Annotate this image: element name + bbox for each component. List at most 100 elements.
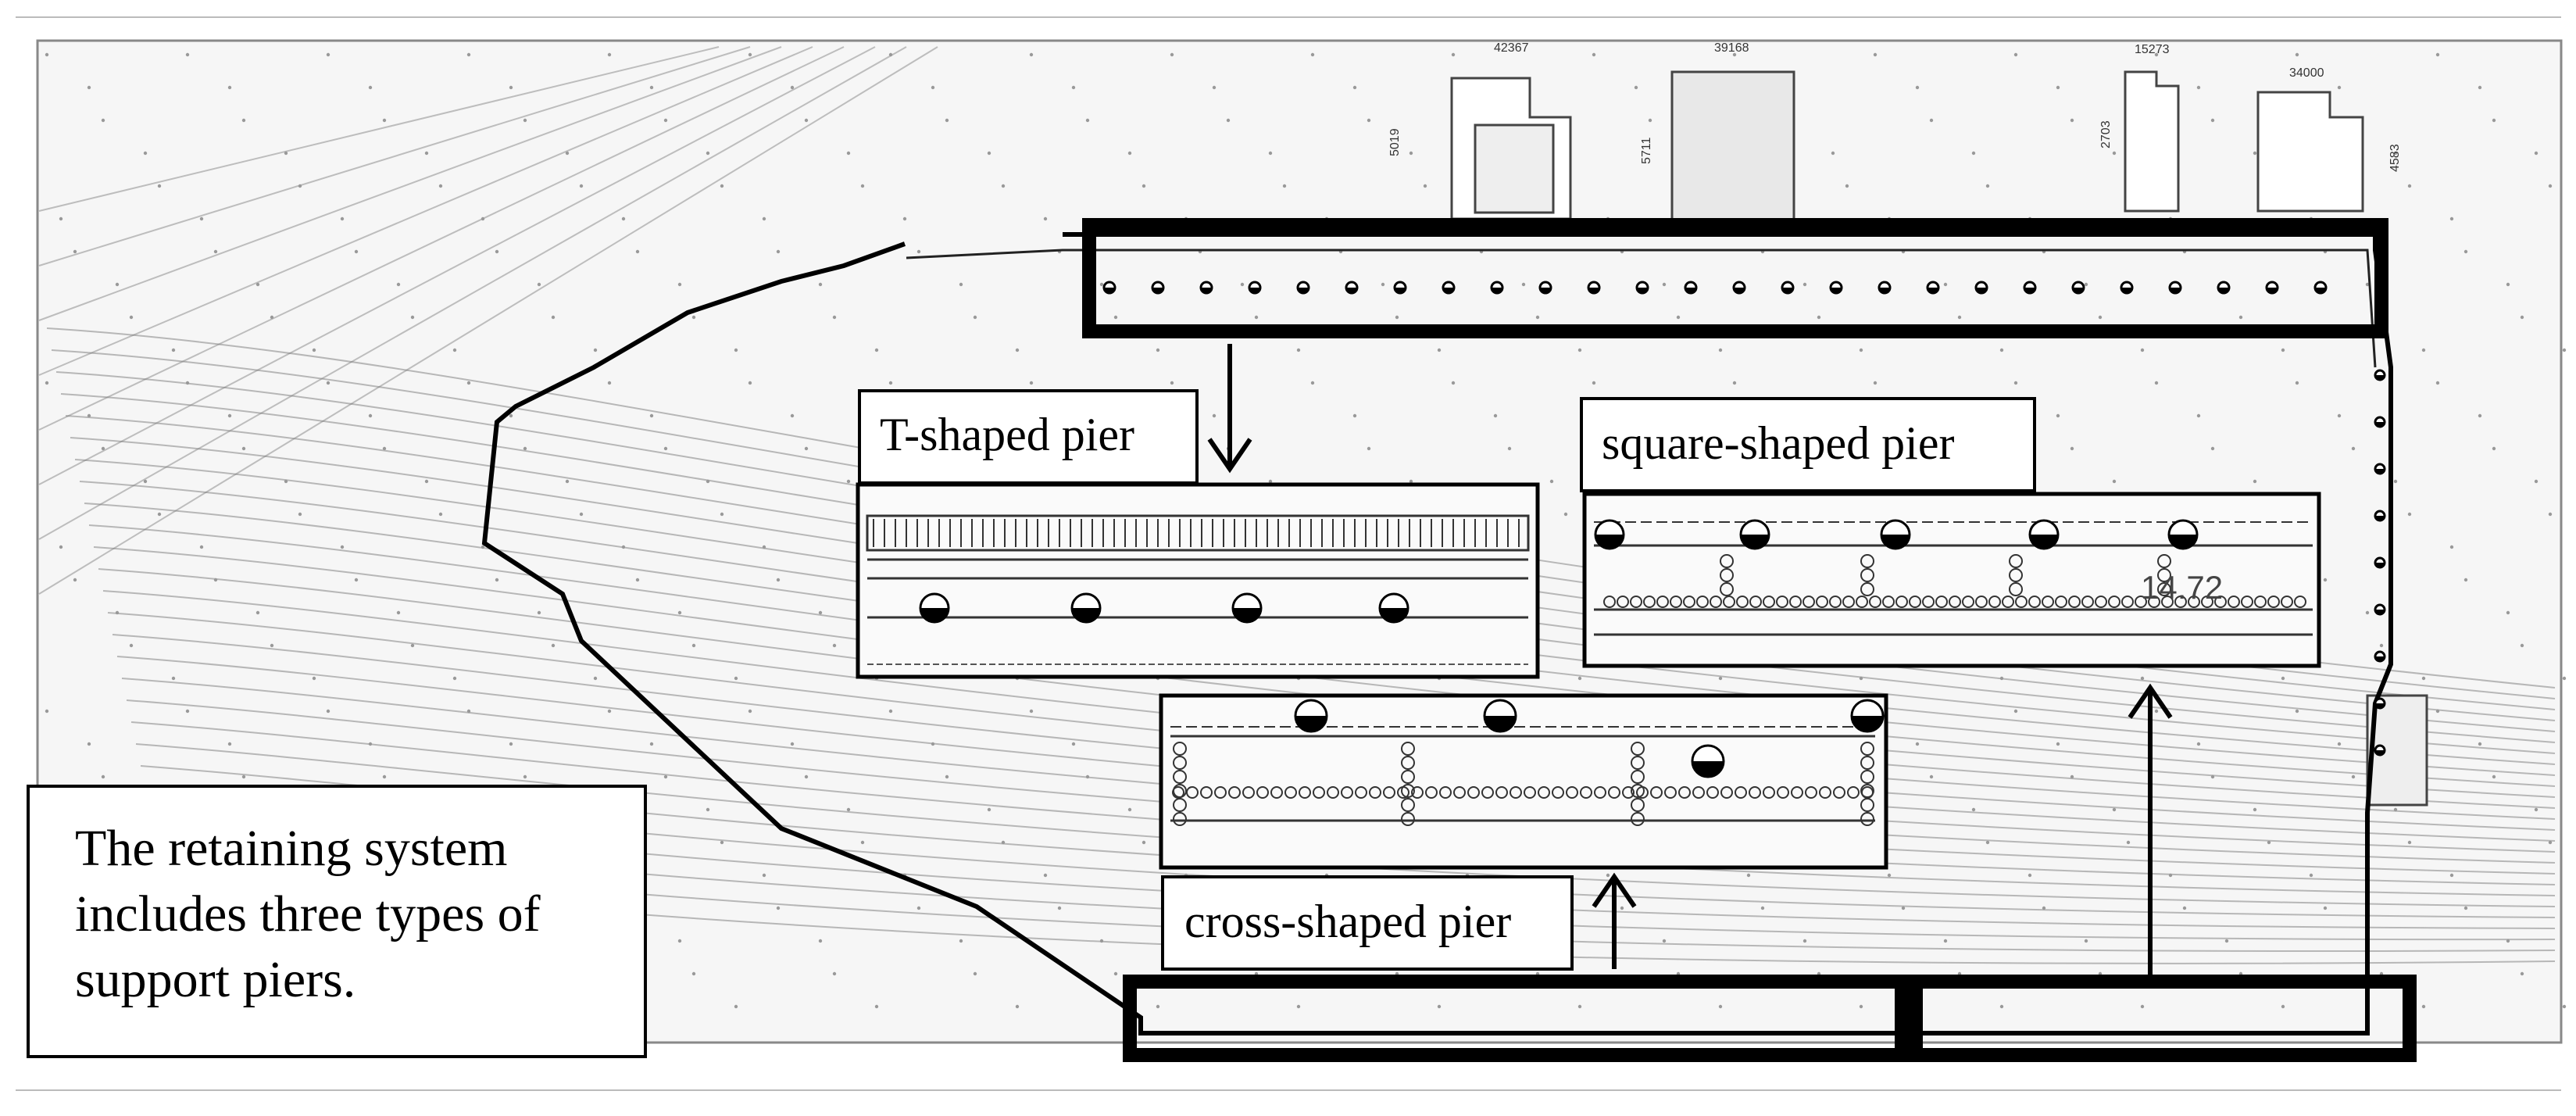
pile-dot xyxy=(607,52,612,57)
pile-dot xyxy=(227,413,232,418)
pile-dot xyxy=(1718,348,1723,352)
pile-dot xyxy=(1212,413,1217,418)
pile-dot xyxy=(495,578,499,582)
pile-circle xyxy=(1706,786,1719,799)
pile-dot xyxy=(382,118,387,123)
pile-dot xyxy=(1718,1004,1723,1009)
pile-dot xyxy=(509,742,513,746)
pile-circle xyxy=(1791,786,1803,799)
pile-dot xyxy=(790,413,795,418)
pile-dot xyxy=(2140,348,2145,352)
pile-dot xyxy=(579,512,584,517)
pier-marker-fill xyxy=(1928,288,1938,293)
pile-circle xyxy=(1401,756,1415,770)
pile-dot xyxy=(1029,381,1034,385)
pile-dot xyxy=(1310,52,1315,57)
pile-dot xyxy=(2013,381,2018,385)
pile-dot xyxy=(2407,184,2412,188)
pile-dot xyxy=(1915,85,1920,90)
pile-circle xyxy=(1988,596,2001,608)
pile-dot xyxy=(635,249,640,254)
pile-dot xyxy=(1957,315,1962,320)
pile-dot xyxy=(101,774,105,779)
pile-dot xyxy=(790,742,795,746)
label-cross-text: cross-shaped pier xyxy=(1184,896,1512,947)
pile-circle xyxy=(1860,554,1874,568)
pile-dot xyxy=(2520,315,2524,320)
pile-dot xyxy=(1929,118,1934,123)
pile-dot xyxy=(1085,774,1090,779)
pile-dot xyxy=(2478,85,2482,90)
pile-dot xyxy=(270,643,274,648)
pile-dot xyxy=(2463,906,2468,910)
pile-dot xyxy=(45,709,49,714)
pier-marker-fill xyxy=(2121,288,2132,293)
pile-circle xyxy=(1214,786,1227,799)
pile-dot xyxy=(1577,1004,1582,1009)
pile-circle xyxy=(1650,786,1663,799)
pile-dot xyxy=(1999,348,2004,352)
pile-circle xyxy=(1643,596,1656,608)
pile-dot xyxy=(2112,151,2117,156)
pile-dot xyxy=(382,774,387,779)
pile-dot xyxy=(1592,52,1596,57)
highlight-box-bottom-right xyxy=(1909,975,2417,1062)
pile-dot xyxy=(888,709,893,714)
pile-dot xyxy=(945,118,949,123)
pile-dot xyxy=(2421,1004,2426,1009)
pile-circle xyxy=(2135,596,2147,608)
pile-dot xyxy=(593,676,598,681)
pile-dot xyxy=(635,578,640,582)
pile-dot xyxy=(2309,873,2313,878)
arrow-square-pier xyxy=(2128,683,2173,982)
pile-dot xyxy=(2210,446,2215,451)
pile-circle xyxy=(1736,596,1749,608)
caption-line-1: The retaining system xyxy=(75,820,508,877)
pile-dot xyxy=(2520,971,2524,976)
pile-circle xyxy=(1678,786,1691,799)
pile-circle xyxy=(1631,742,1645,756)
pile-circle xyxy=(1631,798,1645,812)
pile-dot xyxy=(129,643,134,648)
pier-marker-fill xyxy=(1976,288,1987,293)
pile-circle xyxy=(1763,596,1775,608)
pile-circle xyxy=(1270,786,1283,799)
pile-dot xyxy=(2056,85,2060,90)
pile-dot xyxy=(59,545,63,549)
pile-dot xyxy=(888,381,893,385)
pile-dot xyxy=(1113,315,1118,320)
pile-dot xyxy=(2478,413,2482,418)
pile-circle xyxy=(1173,798,1187,812)
pile-dot xyxy=(1648,118,1652,123)
caption-line-3: support piers. xyxy=(75,951,356,1008)
pile-dot xyxy=(185,709,190,714)
pile-dot xyxy=(2407,512,2412,517)
pile-dot xyxy=(73,249,77,254)
pier-marker-fill xyxy=(1595,535,1624,549)
pile-dot xyxy=(846,151,851,156)
pile-dot xyxy=(466,381,471,385)
rail-line xyxy=(130,721,2556,885)
pile-dot xyxy=(312,348,316,352)
pile-dot xyxy=(973,971,977,976)
pile-dot xyxy=(2393,479,2398,484)
pile-dot xyxy=(1057,906,1062,910)
pile-dot xyxy=(959,282,963,287)
pile-circle xyxy=(1173,784,1187,798)
pile-dot xyxy=(368,413,373,418)
pile-dot xyxy=(734,676,738,681)
pile-dot xyxy=(2449,216,2454,221)
pile-dot xyxy=(1001,184,1006,188)
pile-dot xyxy=(87,85,91,90)
pile-dot xyxy=(2253,807,2257,812)
pier-marker-fill xyxy=(2030,535,2058,549)
pile-circle xyxy=(1242,786,1255,799)
caption-box: The retaining system includes three type… xyxy=(27,785,647,1058)
pile-dot xyxy=(1845,184,1849,188)
pile-dot xyxy=(1156,1004,1160,1009)
pile-dot xyxy=(2548,512,2553,517)
pile-circle xyxy=(1552,786,1564,799)
pile-dot xyxy=(523,446,527,451)
rail-line xyxy=(116,656,2556,853)
